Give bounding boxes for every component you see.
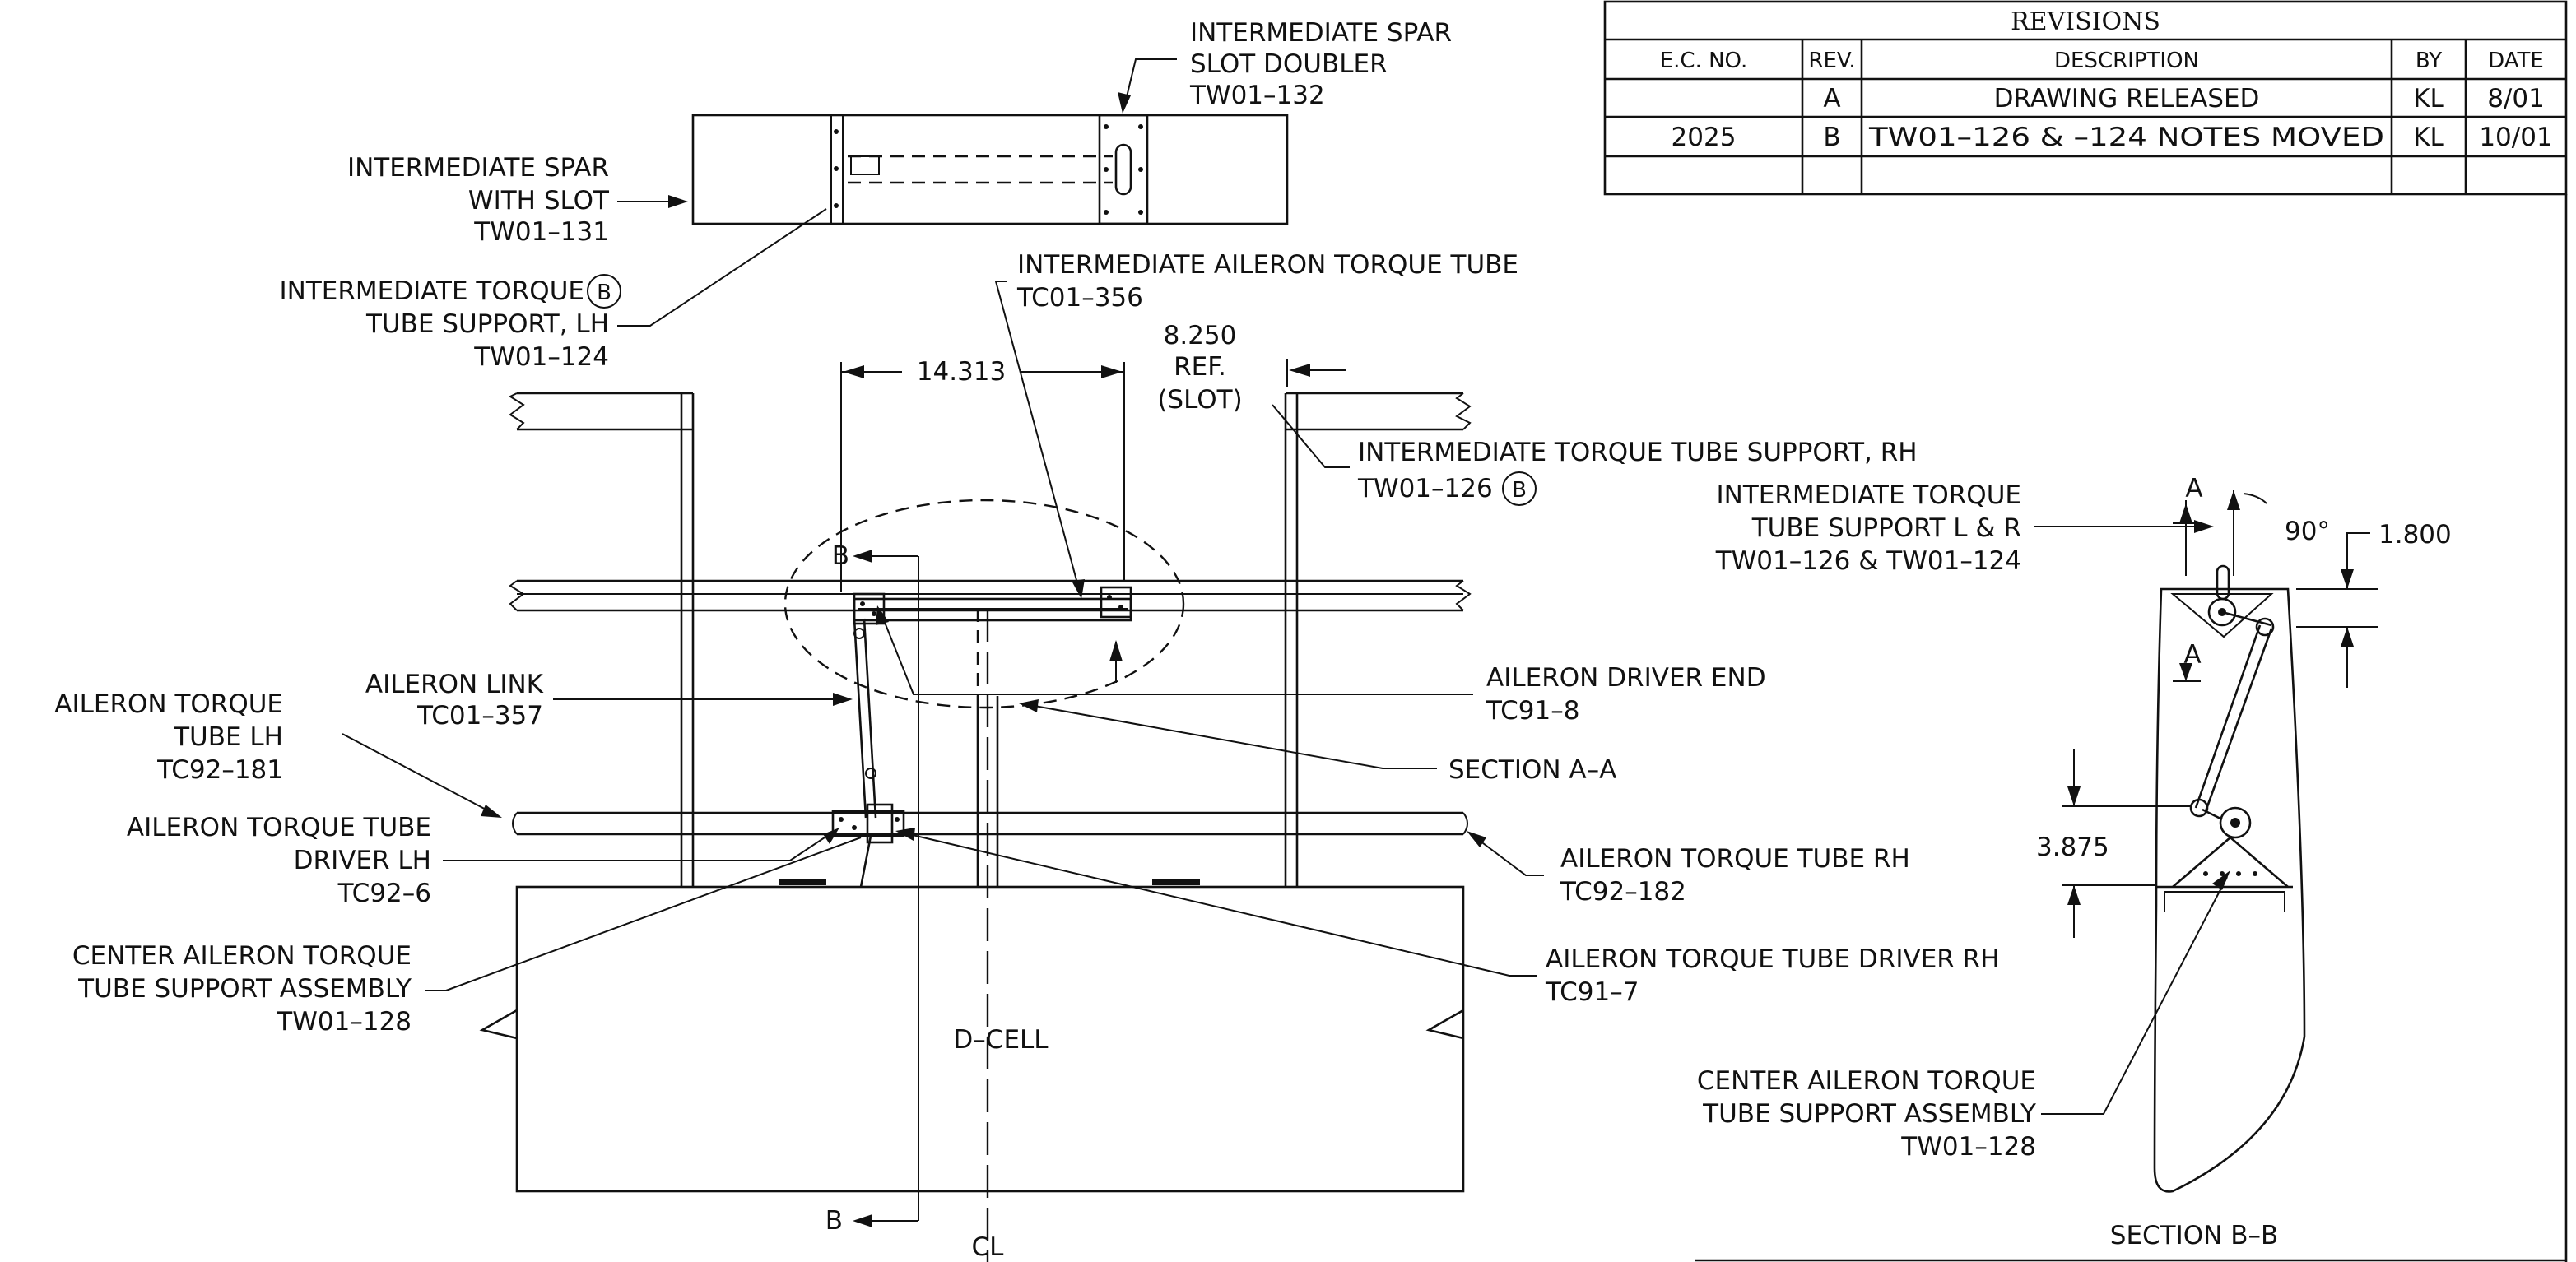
revisions-table: REVISIONS E.C. NO. REV. DESCRIPTION BY D… — [1603, 0, 2568, 196]
rev-b-symbol-rh — [1502, 471, 1537, 506]
cut-a-bottom: A — [2183, 640, 2201, 670]
section-bb-view — [2034, 490, 2378, 1193]
dim-8250-3: (SLOT) — [1157, 385, 1242, 415]
label-int-aileron-tube-2: TC01–356 — [1016, 283, 1143, 313]
label-tube-lh-2: TUBE LH — [173, 722, 283, 752]
cut-a-top: A — [2185, 474, 2202, 503]
label-spar-doubler-1: INTERMEDIATE SPAR — [1190, 18, 1452, 48]
label-support-lh-3: TW01–124 — [473, 342, 609, 372]
rev-b-symbol-lh-text: B — [597, 281, 611, 305]
spar-top-view — [691, 114, 1289, 225]
label-spar-slot-2: WITH SLOT — [468, 186, 610, 216]
label-driver-end-1: AILERON DRIVER END — [1486, 663, 1766, 693]
label-aileron-link-1: AILERON LINK — [365, 670, 544, 699]
label-support-rh-1: INTERMEDIATE TORQUE TUBE SUPPORT, RH — [1358, 438, 1918, 467]
label-spar-doubler-3: TW01–132 — [1189, 81, 1325, 110]
dim-8250-1: 8.250 — [1164, 321, 1237, 350]
label-driver-rh-1: AILERON TORQUE TUBE DRIVER RH — [1546, 944, 2000, 974]
cut-b-top: B — [832, 541, 849, 571]
label-support-lr-3: TW01–126 & TW01–124 — [1715, 546, 2021, 576]
dim-8250-2: REF. — [1174, 352, 1226, 382]
label-center-support-2: TUBE SUPPORT ASSEMBLY — [77, 974, 412, 1004]
rev-row2-ecno: 2025 — [1672, 123, 1737, 152]
label-d-cell: D–CELL — [953, 1025, 1049, 1055]
angle-90: 90° — [2285, 517, 2330, 546]
rev-b-symbol-lh — [587, 274, 621, 309]
rev-header-description: DESCRIPTION — [2054, 49, 2199, 73]
rev-row1-date: 8/01 — [2487, 84, 2545, 114]
rev-row1-rev: A — [1823, 84, 1840, 114]
label-center-support-3: TW01–128 — [276, 1007, 412, 1037]
rev-header-date: DATE — [2488, 49, 2544, 73]
label-center-support-bb-3: TW01–128 — [1900, 1132, 2036, 1162]
label-support-lr-2: TUBE SUPPORT L & R — [1751, 513, 2021, 543]
rev-row1-by: KL — [2413, 84, 2444, 114]
revisions-title: REVISIONS — [2011, 7, 2160, 36]
rev-header-rev: REV. — [1808, 49, 1855, 73]
label-spar-slot-3: TW01–131 — [473, 217, 609, 247]
label-support-lh-2: TUBE SUPPORT, LH — [365, 309, 609, 339]
label-tube-rh-2: TC92–182 — [1560, 877, 1686, 907]
dim-1800: 1.800 — [2378, 520, 2452, 550]
label-spar-doubler-2: SLOT DOUBLER — [1190, 49, 1388, 79]
label-center-support-bb-1: CENTER AILERON TORQUE — [1697, 1066, 2036, 1096]
rev-row2-by: KL — [2413, 123, 2444, 152]
label-driver-lh-1: AILERON TORQUE TUBE — [127, 813, 431, 842]
cut-b-bottom: B — [825, 1206, 843, 1236]
label-tube-lh-3: TC92–181 — [156, 755, 283, 785]
label-driver-end-2: TC91–8 — [1486, 696, 1579, 726]
label-section-bb: SECTION B–B — [2110, 1221, 2278, 1250]
rev-header-ecno: E.C. NO. — [1660, 49, 1748, 73]
label-tube-rh-1: AILERON TORQUE TUBE RH — [1560, 844, 1910, 874]
rev-row2-desc: TW01–126 & –124 NOTES MOVED — [1868, 123, 2384, 152]
label-driver-rh-2: TC91–7 — [1545, 977, 1639, 1007]
label-driver-lh-3: TC92–6 — [337, 879, 431, 908]
label-center-support-bb-2: TUBE SUPPORT ASSEMBLY — [1702, 1099, 2036, 1129]
section-aa-ellipse — [783, 499, 1185, 709]
labels: INTERMEDIATE SPAR SLOT DOUBLER TW01–132 … — [54, 18, 2452, 1262]
rev-header-by: BY — [2416, 49, 2442, 73]
label-support-rh-2: TW01–126 — [1357, 474, 1493, 503]
label-spar-slot-1: INTERMEDIATE SPAR — [347, 153, 609, 183]
label-support-lh-1: INTERMEDIATE TORQUE — [280, 276, 584, 306]
label-driver-lh-2: DRIVER LH — [294, 846, 431, 875]
label-support-lr-1: INTERMEDIATE TORQUE — [1717, 480, 2021, 510]
main-plan-view — [479, 359, 1472, 1262]
label-int-aileron-tube-1: INTERMEDIATE AILERON TORQUE TUBE — [1017, 250, 1518, 280]
label-section-aa: SECTION A–A — [1448, 755, 1616, 785]
leaders — [342, 58, 1544, 991]
rev-row2-date: 10/01 — [2479, 123, 2552, 152]
rev-row2-rev: B — [1823, 123, 1840, 152]
rev-b-symbol-rh-text: B — [1512, 478, 1527, 503]
rev-row1-desc: DRAWING RELEASED — [1994, 84, 2260, 114]
label-center-support-1: CENTER AILERON TORQUE — [72, 941, 412, 971]
dim-14313: 14.313 — [917, 357, 1006, 387]
label-tube-lh-1: AILERON TORQUE — [54, 689, 283, 719]
centerline-symbol: CL — [972, 1232, 1005, 1262]
label-aileron-link-2: TC01–357 — [416, 701, 543, 731]
dim-3875: 3.875 — [2036, 833, 2109, 862]
